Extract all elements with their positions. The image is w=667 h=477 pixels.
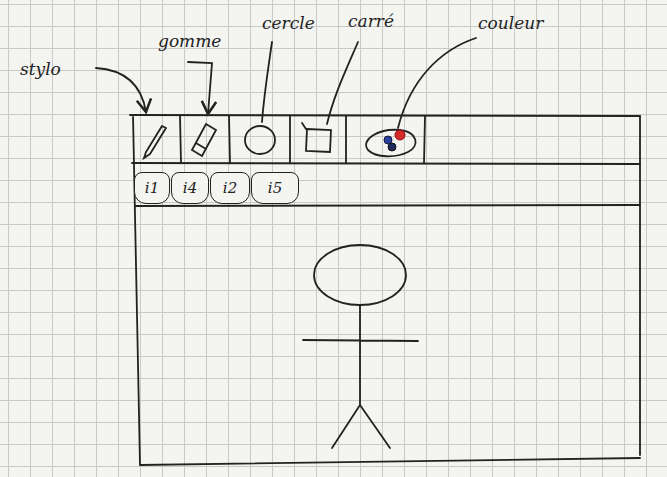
pen-icon — [144, 126, 166, 158]
palette-icon — [366, 130, 415, 156]
annotation-label: couleur — [478, 14, 543, 33]
circle-icon — [245, 126, 275, 154]
annotation-label: stylo — [20, 60, 61, 79]
leader-line — [398, 38, 476, 128]
leader-line — [96, 68, 146, 112]
annotation-label: cercle — [262, 14, 315, 33]
toolbar-separators — [180, 116, 425, 163]
tab-box: i4 — [171, 172, 209, 204]
red-paint-dot — [395, 130, 405, 140]
figure-head — [314, 245, 406, 305]
leader-line — [262, 42, 272, 122]
annotation-label: carré — [348, 12, 394, 31]
tab-label: i5 — [268, 179, 282, 197]
tab-box: i2 — [210, 172, 250, 204]
tab-label: i1 — [145, 179, 159, 197]
leader-line — [327, 42, 358, 124]
tab-box: i5 — [251, 172, 299, 204]
leader-line — [188, 62, 212, 114]
square-icon — [302, 123, 331, 152]
dark-paint-dot — [388, 143, 396, 151]
stick-figure — [303, 305, 418, 448]
toolbar-line — [132, 163, 640, 164]
eraser-icon — [192, 124, 216, 156]
tab-label: i2 — [223, 179, 237, 197]
annotation-label: gomme — [158, 32, 221, 51]
window-frame — [130, 115, 640, 465]
tab-line — [135, 205, 640, 206]
tab-box: i1 — [134, 172, 170, 204]
tab-label: i4 — [183, 179, 197, 197]
